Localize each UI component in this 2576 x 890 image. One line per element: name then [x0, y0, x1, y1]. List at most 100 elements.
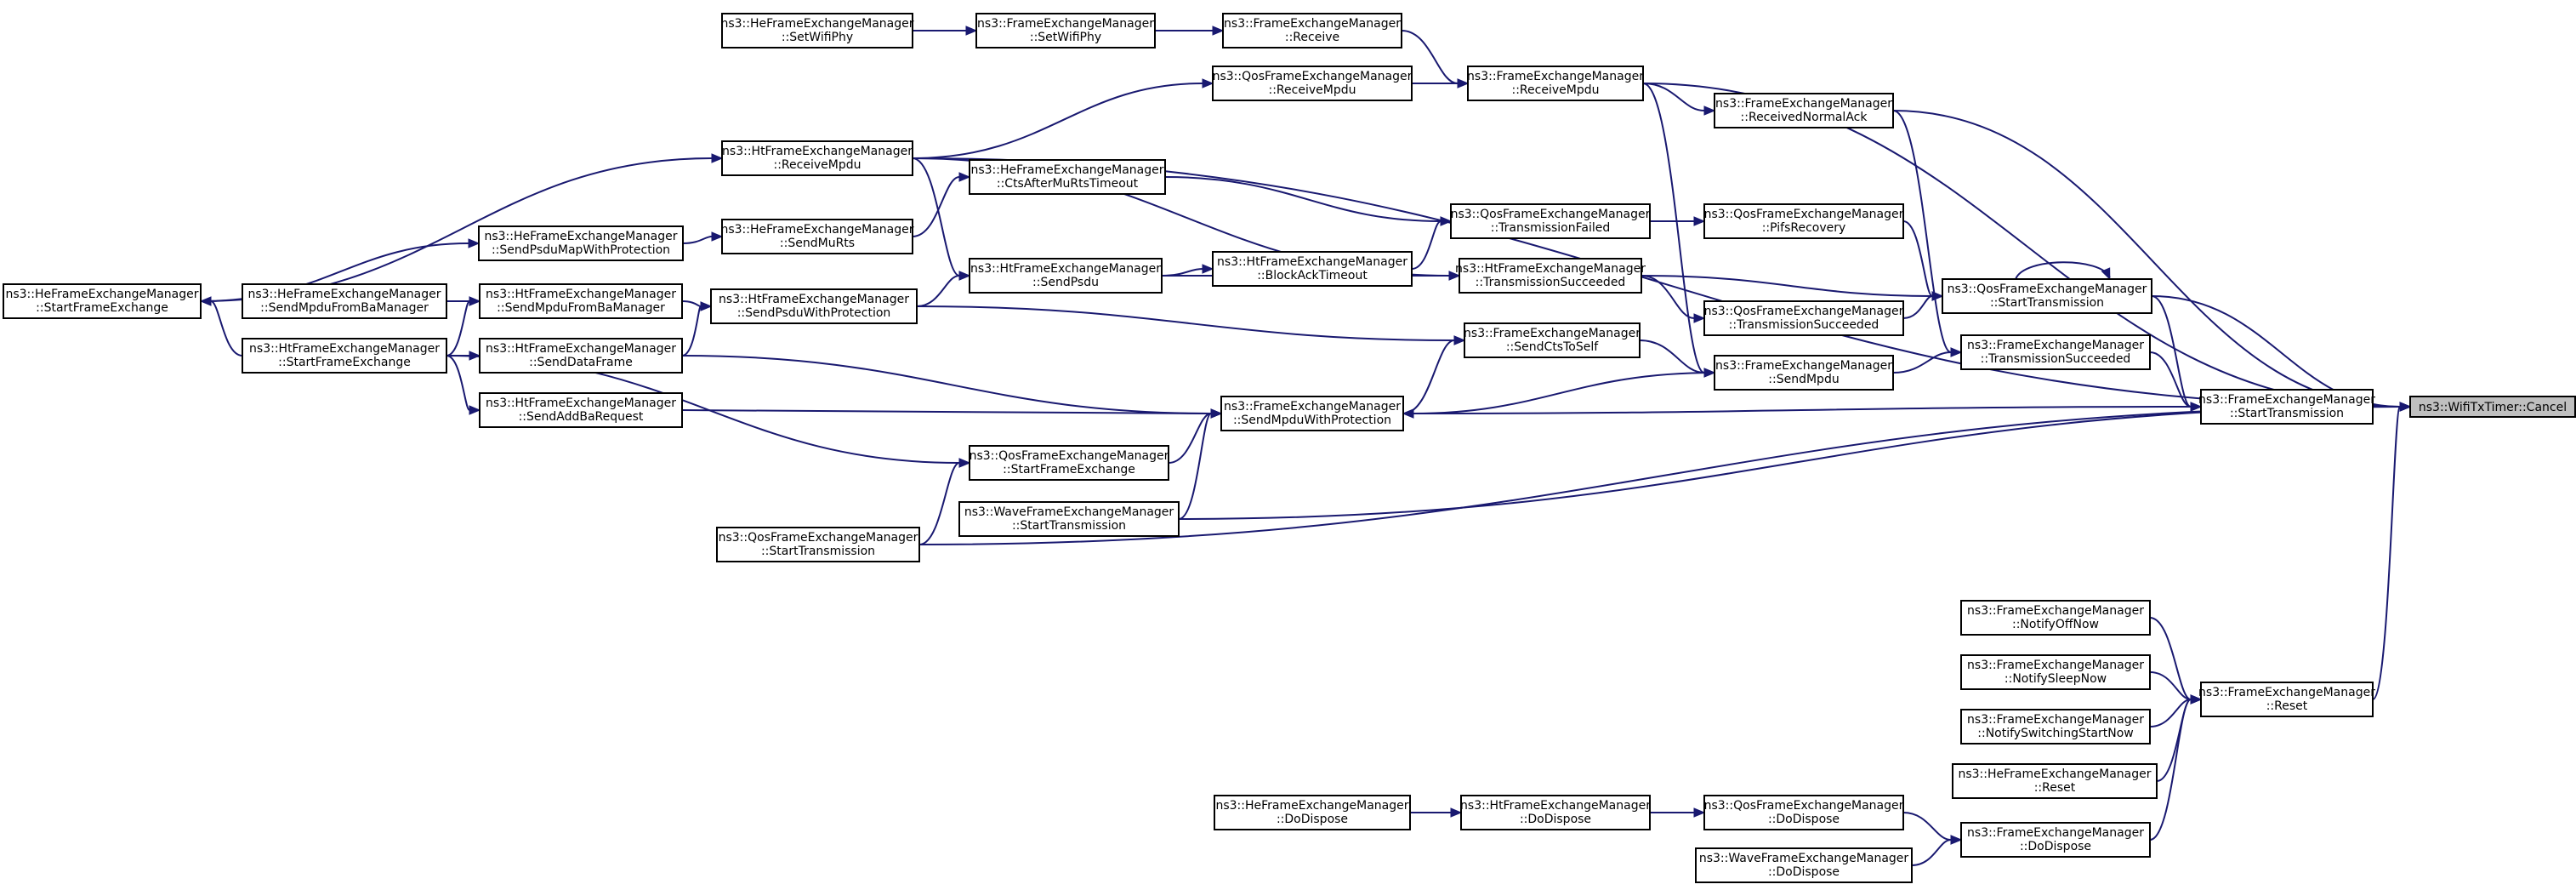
node-label-method: ::SendMpduFromBaManager [260, 301, 429, 315]
node-ht_startfe[interactable]: ns3::HtFrameExchangeManager::StartFrameE… [242, 338, 447, 374]
node-box[interactable] [2409, 396, 2576, 418]
node-box[interactable] [969, 258, 1163, 294]
node-box[interactable] [710, 288, 918, 324]
node-ht_dispose[interactable]: ns3::HtFrameExchangeManager::DoDispose [1460, 795, 1651, 830]
node-fem_notifyswitch[interactable]: ns3::FrameExchangeManager::NotifySwitchi… [1960, 709, 2151, 745]
edge-fem_recvack-to-fem_txsucc [1892, 110, 1952, 353]
edge-wave_start-to-fem_sendmpduprot-arrowhead [1210, 408, 1223, 419]
node-ht_senddata[interactable]: ns3::HtFrameExchangeManager::SendDataFra… [479, 338, 683, 374]
node-box[interactable] [1714, 93, 1894, 128]
node-box[interactable] [2200, 682, 2374, 717]
node-box[interactable] [1703, 795, 1904, 830]
node-fem_sendmpdu[interactable]: ns3::FrameExchangeManager::SendMpdu [1714, 355, 1894, 391]
node-box[interactable] [1222, 13, 1402, 48]
node-box[interactable] [1942, 278, 2152, 314]
node-box[interactable] [3, 283, 202, 319]
node-fem_txsucc[interactable]: ns3::FrameExchangeManager::TransmissionS… [1960, 334, 2151, 370]
node-ht_sendpsdu[interactable]: ns3::HtFrameExchangeManager::SendPsdu [969, 258, 1163, 294]
node-box[interactable] [975, 13, 1156, 48]
node-wave_start[interactable]: ns3::WaveFrameExchangeManager::StartTran… [958, 501, 1180, 537]
node-qos_start2[interactable]: ns3::QosFrameExchangeManager::StartTrans… [716, 527, 920, 562]
node-box[interactable] [969, 159, 1166, 195]
node-box[interactable] [1464, 322, 1641, 358]
edge-wave_dispose-to-fem_dispose [1911, 839, 1952, 866]
edge-fem_sendmpdu-to-fem_txsucc [1892, 351, 1952, 374]
node-fem_start[interactable]: ns3::FrameExchangeManager::StartTransmis… [2198, 389, 2375, 425]
node-box[interactable] [478, 225, 684, 261]
node-box[interactable] [242, 338, 447, 374]
node-box[interactable] [1960, 822, 2151, 858]
node-fem_reset[interactable]: ns3::FrameExchangeManager::Reset [2198, 682, 2375, 717]
node-ht_sendaddba[interactable]: ns3::HtFrameExchangeManager::SendAddBaRe… [479, 392, 683, 428]
node-he_sendmpdufromba[interactable]: ns3::HeFrameExchangeManager::SendMpduFro… [242, 283, 447, 319]
node-label-method: ::SendMuRts [780, 237, 855, 250]
node-fem_notifysleep[interactable]: ns3::FrameExchangeManager::NotifySleepNo… [1960, 654, 2151, 690]
node-ht_sendmpdufromba[interactable]: ns3::HtFrameExchangeManager::SendMpduFro… [479, 283, 683, 319]
node-box[interactable] [1212, 251, 1413, 287]
node-qos_dispose[interactable]: ns3::QosFrameExchangeManager::DoDispose [1703, 795, 1904, 830]
node-target[interactable]: ns3::WifiTxTimer::Cancel [2409, 396, 2576, 418]
node-qos_pifs[interactable]: ns3::QosFrameExchangeManager::PifsRecove… [1703, 203, 1904, 239]
node-box[interactable] [969, 445, 1169, 481]
node-box[interactable] [242, 283, 447, 319]
node-box[interactable] [1450, 203, 1651, 239]
edge-fem_receive-to-fem_recvmpdu [1401, 30, 1459, 84]
node-box[interactable] [1703, 203, 1904, 239]
node-fem_setwifiphy[interactable]: ns3::FrameExchangeManager::SetWifiPhy [975, 13, 1156, 48]
node-he_sendmurts[interactable]: ns3::HeFrameExchangeManager::SendMuRts [720, 219, 914, 254]
node-qos_start[interactable]: ns3::QosFrameExchangeManager::StartTrans… [1942, 278, 2152, 314]
node-box[interactable] [1714, 355, 1894, 391]
node-qos_txsucc[interactable]: ns3::QosFrameExchangeManager::Transmissi… [1703, 300, 1904, 336]
node-fem_sendmpduprot[interactable]: ns3::FrameExchangeManager::SendMpduWithP… [1220, 396, 1404, 431]
node-box[interactable] [1459, 258, 1642, 294]
node-box[interactable] [1460, 795, 1651, 830]
node-fem_notifyoff[interactable]: ns3::FrameExchangeManager::NotifyOffNow [1960, 600, 2151, 636]
node-box[interactable] [479, 338, 683, 374]
node-fem_receive[interactable]: ns3::FrameExchangeManager::Receive [1222, 13, 1402, 48]
node-box[interactable] [1960, 654, 2151, 690]
node-qos_startfe[interactable]: ns3::QosFrameExchangeManager::StartFrame… [969, 445, 1169, 481]
node-fem_dispose[interactable]: ns3::FrameExchangeManager::DoDispose [1960, 822, 2151, 858]
node-box[interactable] [2200, 389, 2374, 425]
node-fem_recvack[interactable]: ns3::FrameExchangeManager::ReceivedNorma… [1714, 93, 1894, 128]
node-box[interactable] [1220, 396, 1404, 431]
node-box[interactable] [1703, 300, 1904, 336]
node-qos_txfail[interactable]: ns3::QosFrameExchangeManager::Transmissi… [1450, 203, 1651, 239]
node-box[interactable] [1212, 66, 1413, 101]
node-box[interactable] [716, 527, 920, 562]
node-label-method: ::SendPsdu [1032, 276, 1099, 289]
node-he_startfe[interactable]: ns3::HeFrameExchangeManager::StartFrameE… [3, 283, 202, 319]
node-box[interactable] [479, 392, 683, 428]
node-box[interactable] [721, 219, 913, 254]
node-label-method: ::TransmissionFailed [1491, 221, 1611, 235]
node-box[interactable] [958, 501, 1180, 537]
node-ht_blockack[interactable]: ns3::HtFrameExchangeManager::BlockAckTim… [1212, 251, 1413, 287]
node-he_sendpsdumap[interactable]: ns3::HeFrameExchangeManager::SendPsduMap… [478, 225, 684, 261]
node-label-method: ::Reset [2266, 699, 2308, 713]
node-wave_dispose[interactable]: ns3::WaveFrameExchangeManager::DoDispose [1695, 847, 1913, 883]
node-ht_recvmpdu[interactable]: ns3::HtFrameExchangeManager::ReceiveMpdu [721, 140, 913, 176]
edge-fem_dispose-to-fem_reset [2149, 699, 2192, 841]
node-he_setwifiphy[interactable]: ns3::HeFrameExchangeManager::SetWifiPhy [720, 13, 914, 48]
node-fem_recvmpdu[interactable]: ns3::FrameExchangeManager::ReceiveMpdu [1467, 66, 1644, 101]
node-ht_sendpsduprot[interactable]: ns3::HtFrameExchangeManager::SendPsduWit… [710, 288, 918, 324]
node-box[interactable] [1960, 709, 2151, 745]
node-box[interactable] [1467, 66, 1644, 101]
node-box[interactable] [1960, 600, 2151, 636]
node-label-class: ns3::HtFrameExchangeManager [1460, 799, 1651, 813]
node-he_dispose[interactable]: ns3::HeFrameExchangeManager::DoDispose [1214, 795, 1411, 830]
node-box[interactable] [1952, 763, 2158, 799]
node-box[interactable] [479, 283, 683, 319]
node-box[interactable] [721, 140, 913, 176]
node-label-class: ns3::FrameExchangeManager [2198, 686, 2375, 699]
node-box[interactable] [1214, 795, 1411, 830]
node-he_ctsafter[interactable]: ns3::HeFrameExchangeManager::CtsAfterMuR… [969, 159, 1166, 195]
node-ht_txsucc[interactable]: ns3::HtFrameExchangeManager::Transmissio… [1455, 258, 1646, 294]
node-qos_recvmpdu[interactable]: ns3::QosFrameExchangeManager::ReceiveMpd… [1212, 66, 1413, 101]
edge-qos_startfe-to-fem_sendmpduprot [1168, 413, 1212, 464]
node-box[interactable] [721, 13, 913, 48]
node-he_reset[interactable]: ns3::HeFrameExchangeManager::Reset [1952, 763, 2158, 799]
node-box[interactable] [1695, 847, 1913, 883]
node-fem_sendcts[interactable]: ns3::FrameExchangeManager::SendCtsToSelf [1464, 322, 1641, 358]
node-box[interactable] [1960, 334, 2151, 370]
